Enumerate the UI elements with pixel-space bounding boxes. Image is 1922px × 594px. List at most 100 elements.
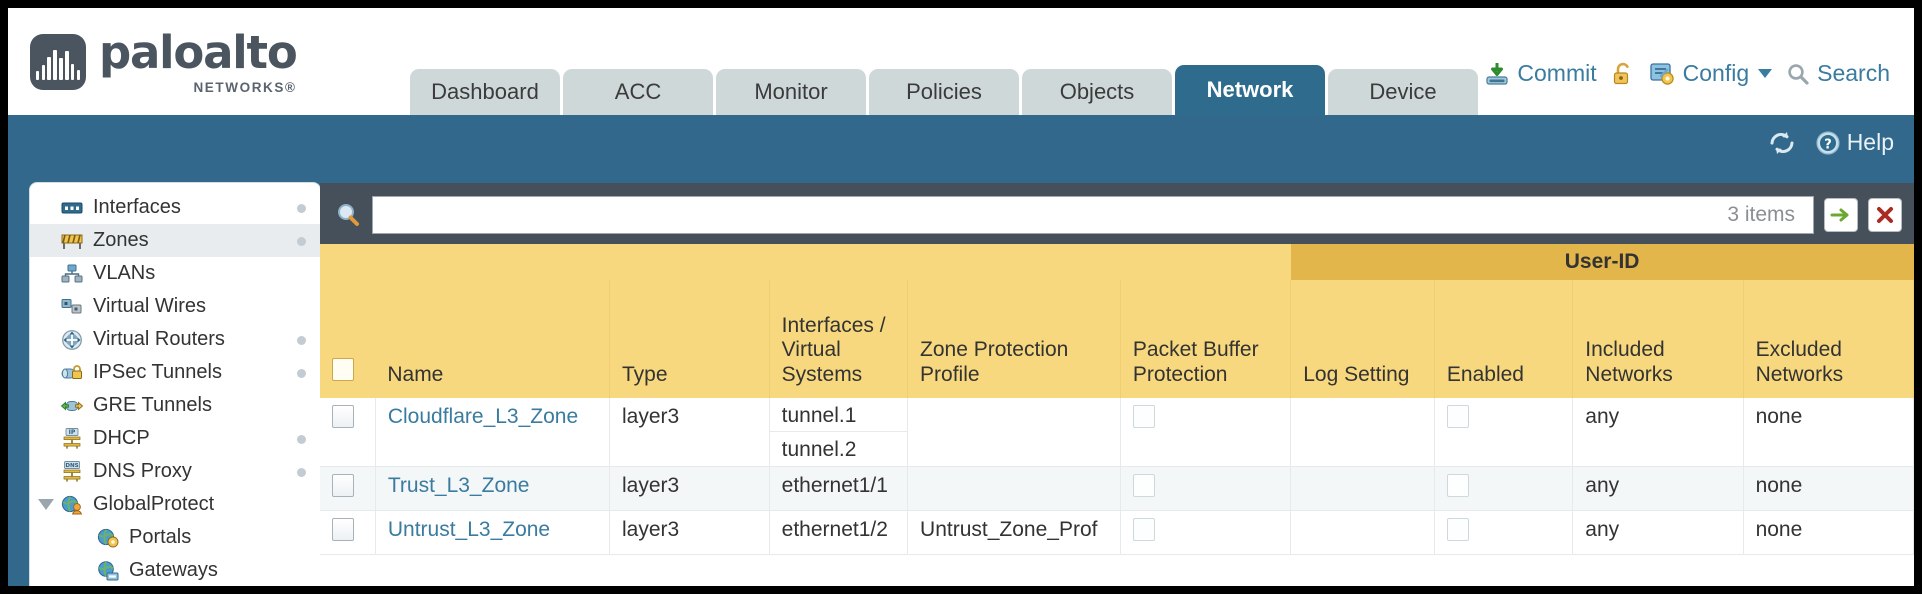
column-header-row: Name Type Interfaces / Virtual Systems Z… [320, 280, 1914, 398]
packet-buffer-protection-checkbox[interactable] [1132, 518, 1155, 541]
zones-icon [60, 230, 84, 252]
logo-mark-icon [30, 34, 86, 91]
sidebar-item-virtual-wires[interactable]: Virtual Wires [30, 290, 320, 323]
sidebar-item-virtual-routers[interactable]: Virtual Routers [30, 323, 320, 356]
help-button[interactable]: ? Help [1815, 129, 1894, 156]
logo-brand-name: paloalto [99, 26, 298, 79]
sidebar-item-ipsec-tunnels[interactable]: IPSec Tunnels [30, 356, 320, 389]
gateways-icon [96, 560, 120, 582]
row-checkbox[interactable] [332, 518, 354, 541]
row-select-cell [320, 466, 376, 511]
cell-excluded-networks: none [1743, 398, 1914, 467]
sidebar-item-label: GlobalProtect [93, 493, 215, 515]
virtual-routers-icon [60, 329, 84, 351]
sidebar-item-zones[interactable]: Zones [30, 224, 320, 257]
col-header-zone-protection-profile[interactable]: Zone Protection Profile [907, 280, 1121, 398]
sidebar-item-gre-tunnels[interactable]: GRE Tunnels [30, 389, 320, 422]
tab-policies[interactable]: Policies [869, 69, 1019, 115]
cell-userid-enabled [1434, 510, 1574, 555]
tab-device[interactable]: Device [1328, 69, 1478, 115]
lock-button[interactable] [1611, 61, 1635, 87]
zones-table: User-ID Name Type Interfaces / Virtual S… [320, 244, 1914, 555]
col-header-packet-buffer-protection[interactable]: Packet Buffer Protection [1120, 280, 1292, 398]
collapse-triangle-icon[interactable] [38, 499, 54, 510]
clear-filter-button[interactable] [1868, 197, 1902, 232]
cell-interfaces: ethernet1/2 [769, 510, 909, 555]
col-header-included-networks[interactable]: Included Networks [1572, 280, 1744, 398]
dns-proxy-icon: DNS [60, 460, 84, 483]
userid-enabled-checkbox[interactable] [1446, 405, 1469, 428]
zone-name-link[interactable]: Trust_L3_Zone [387, 474, 530, 497]
cell-packet-buffer-protection [1120, 398, 1292, 467]
sidebar-item-vlans[interactable]: VLANs [30, 257, 320, 290]
commit-label: Commit [1517, 60, 1597, 86]
chevron-down-icon [1758, 69, 1773, 78]
sidebar-item-globalprotect[interactable]: GlobalProtect [30, 488, 320, 521]
col-header-excluded-networks[interactable]: Excluded Networks [1743, 280, 1914, 398]
row-checkbox[interactable] [332, 474, 354, 497]
svg-text:IP: IP [69, 429, 76, 436]
col-header-interfaces-vsys[interactable]: Interfaces / Virtual Systems [769, 280, 909, 398]
row-select-cell [320, 510, 376, 555]
zones-table-body: Cloudflare_L3_Zone layer3 tunnel.1 tunne… [320, 398, 1914, 555]
cell-zone-protection-profile [907, 398, 1121, 467]
body-area: Interfaces Zones [8, 183, 1914, 586]
search-button[interactable]: Search [1786, 60, 1890, 87]
globalprotect-icon [60, 494, 84, 516]
app-window: paloalto NETWORKS® Dashboard ACC Monitor… [8, 8, 1914, 586]
select-all-checkbox[interactable] [332, 358, 354, 382]
col-header-name[interactable]: Name [375, 280, 611, 398]
search-input[interactable] [385, 196, 1728, 233]
cell-type: layer3 [609, 466, 770, 511]
col-header-enabled[interactable]: Enabled [1434, 280, 1574, 398]
unlock-icon [1611, 61, 1635, 87]
userid-enabled-checkbox[interactable] [1446, 474, 1469, 497]
sidebar-item-portals[interactable]: Portals [30, 521, 320, 554]
row-select-cell [320, 398, 376, 467]
commit-button[interactable]: Commit [1484, 60, 1597, 87]
row-checkbox[interactable] [332, 405, 354, 428]
sidebar-item-label: Interfaces [93, 196, 181, 218]
tab-acc[interactable]: ACC [563, 69, 713, 115]
sidebar-item-label: IPSec Tunnels [93, 361, 222, 383]
cell-interfaces: tunnel.1 tunnel.2 [769, 398, 909, 467]
sidebar-item-label: VLANs [93, 262, 156, 284]
zone-name-link[interactable]: Untrust_L3_Zone [387, 518, 551, 541]
userid-enabled-checkbox[interactable] [1446, 518, 1469, 541]
sidebar-item-dns-proxy[interactable]: DNS DNS Proxy [30, 455, 320, 488]
sidebar-item-label: DHCP [93, 427, 150, 449]
filter-bar: 3 items [320, 193, 1914, 236]
tab-monitor[interactable]: Monitor [716, 69, 866, 115]
col-header-type[interactable]: Type [609, 280, 770, 398]
search-input-wrapper[interactable]: 3 items [372, 195, 1814, 234]
cell-zone-protection-profile [907, 466, 1121, 511]
packet-buffer-protection-checkbox[interactable] [1132, 405, 1155, 428]
sidebar-item-interfaces[interactable]: Interfaces [30, 191, 320, 224]
packet-buffer-protection-checkbox[interactable] [1132, 474, 1155, 497]
sidebar-item-dhcp[interactable]: IP DHCP [30, 422, 320, 455]
paloalto-logo: paloalto NETWORKS® [30, 26, 298, 95]
table-row[interactable]: Trust_L3_Zone layer3 ethernet1/1 [320, 466, 1914, 511]
apply-filter-button[interactable] [1824, 197, 1858, 232]
select-all-header [320, 280, 376, 398]
content-panel: 3 items [320, 183, 1914, 586]
sidebar-item-gateways[interactable]: Gateways [30, 554, 320, 586]
cell-excluded-networks: none [1743, 510, 1914, 555]
table-row[interactable]: Untrust_L3_Zone layer3 ethernet1/2 Untru… [320, 510, 1914, 555]
zone-name-link[interactable]: Cloudflare_L3_Zone [387, 405, 579, 428]
group-header-userid: User-ID [1290, 244, 1914, 280]
tab-objects[interactable]: Objects [1022, 69, 1172, 115]
interface-entry: tunnel.1 [769, 398, 908, 432]
search-icon [1786, 62, 1810, 86]
col-header-log-setting[interactable]: Log Setting [1290, 280, 1435, 398]
status-dot [297, 204, 306, 213]
tab-network[interactable]: Network [1175, 65, 1325, 115]
status-dot [297, 435, 306, 444]
main-nav-tabs: Dashboard ACC Monitor Policies Objects N… [410, 65, 1478, 115]
config-menu[interactable]: Config [1649, 60, 1773, 87]
commit-icon [1484, 61, 1510, 87]
refresh-icon[interactable] [1767, 130, 1797, 156]
tab-dashboard[interactable]: Dashboard [410, 69, 560, 115]
magnifier-icon[interactable] [334, 201, 362, 229]
